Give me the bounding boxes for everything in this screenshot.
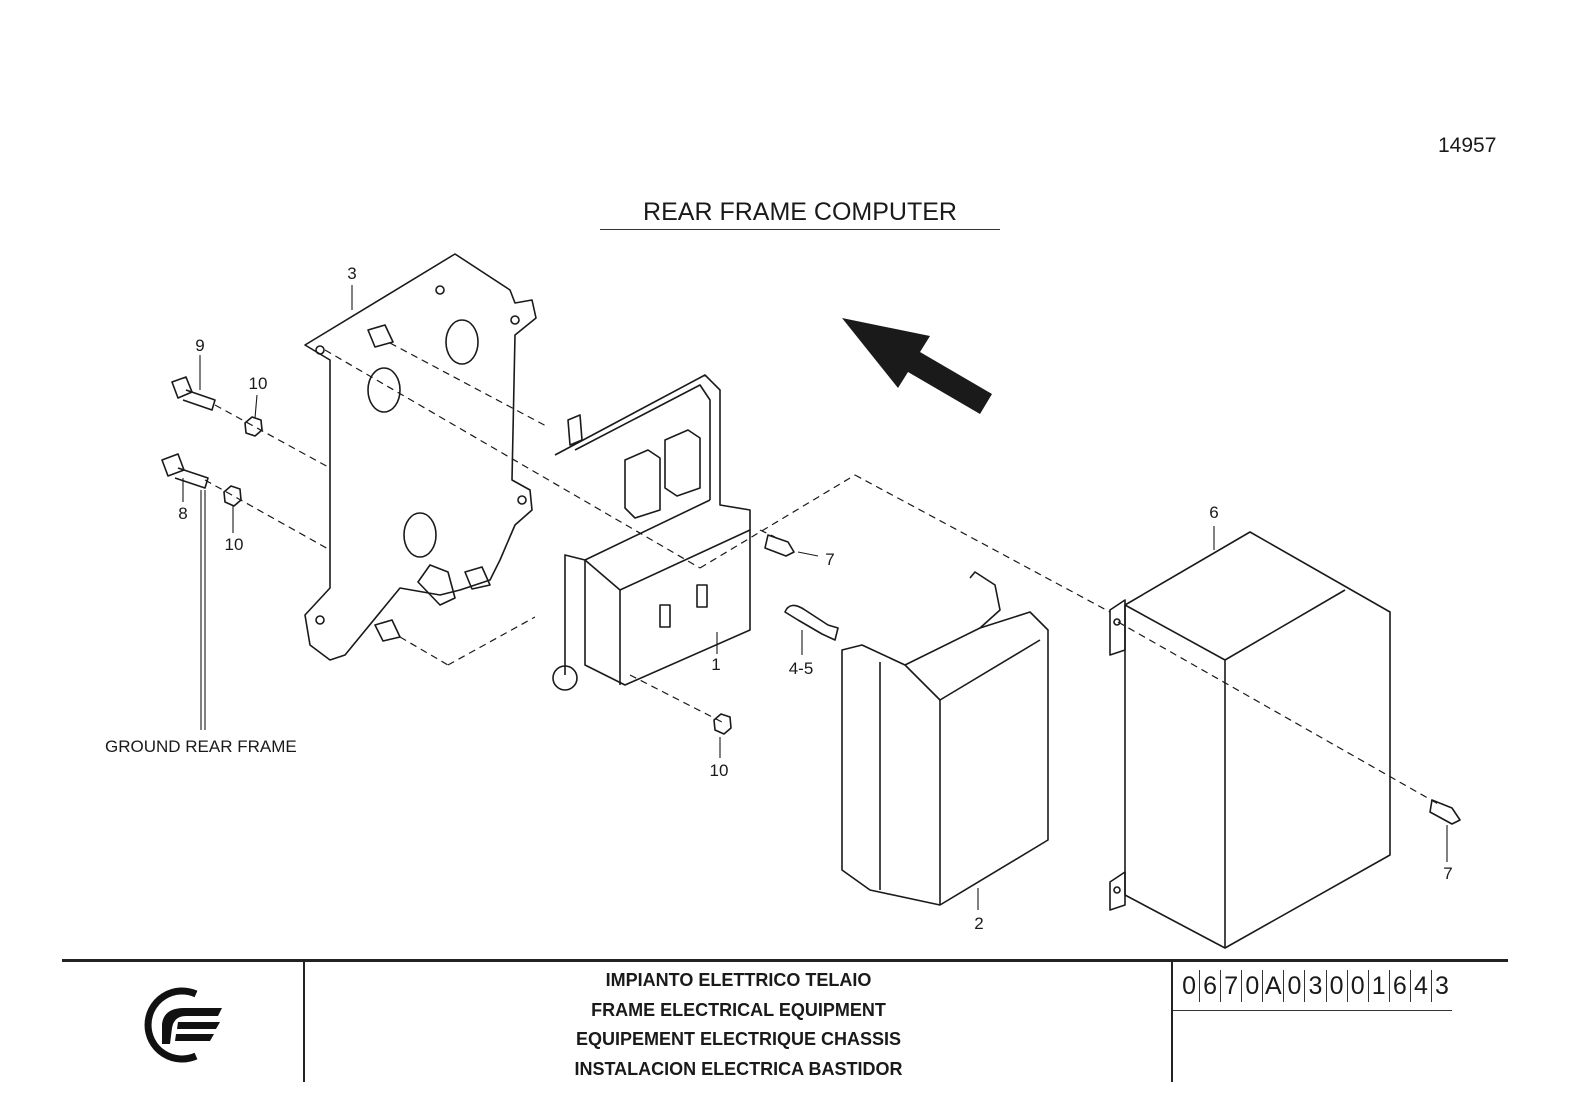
callout-4-5: 4-5	[788, 659, 814, 678]
assembly-lines	[204, 342, 1441, 806]
part-code-digit: 0	[1284, 970, 1306, 1002]
callout-8: 8	[178, 504, 188, 523]
callout-9: 9	[195, 336, 205, 355]
clip-4-5	[784, 604, 839, 641]
ground-rear-frame-label: GROUND REAR FRAME	[105, 737, 297, 756]
computer-unit	[552, 374, 751, 691]
description-spanish: INSTALACION ELECTRICA BASTIDOR	[574, 1058, 903, 1079]
nut-10a	[244, 416, 263, 437]
bolt-8	[161, 453, 209, 489]
part-code-digit: 4	[1411, 970, 1432, 1002]
housing-part-6	[1109, 531, 1391, 949]
callout-6: 6	[1209, 503, 1219, 522]
callout-10: 10	[709, 761, 729, 780]
bolt-9	[171, 376, 216, 411]
callout-10: 10	[224, 535, 244, 554]
callout-1: 1	[711, 655, 721, 674]
screw-7a	[764, 534, 795, 557]
part-code-digit: 1	[1369, 970, 1390, 1002]
part-code-digit: 7	[1221, 970, 1243, 1002]
title-block-divider	[303, 962, 305, 1082]
direction-arrow	[842, 318, 992, 414]
callout-2: 2	[974, 914, 984, 933]
cover-part-2	[841, 571, 1049, 906]
description-italian: IMPIANTO ELETTRICO TELAIO	[605, 970, 872, 990]
diagram-title: REAR FRAME COMPUTER	[600, 198, 1000, 230]
part-code-digit: 0	[1179, 970, 1201, 1002]
manufacturer-logo	[144, 987, 222, 1063]
mounting-plate	[304, 253, 537, 661]
description-french: EQUIPEMENT ELECTRIQUE CHASSIS	[575, 1029, 902, 1049]
part-code-digit: 6	[1200, 970, 1222, 1002]
part-code-digit: 6	[1390, 970, 1411, 1002]
title-block: IMPIANTO ELETTRICO TELAIO FRAME ELECTRIC…	[62, 959, 1508, 1082]
nut-10c	[713, 713, 732, 735]
callout-3: 3	[347, 264, 357, 283]
part-code-digit: 0	[1242, 970, 1264, 1002]
nut-10b	[223, 485, 242, 507]
part-code-digit: 3	[1305, 970, 1327, 1002]
callout-7: 7	[1443, 864, 1453, 883]
sheet-number: 14957	[1438, 134, 1497, 157]
part-code-digit: 0	[1327, 970, 1348, 1002]
description-english: FRAME ELECTRICAL EQUIPMENT	[591, 999, 886, 1020]
callout-10: 10	[248, 374, 268, 393]
part-code: 0 6 7 0 A 0 3 0 0 1 6 4 3	[1173, 962, 1452, 1011]
screw-7b	[1429, 799, 1461, 825]
callout-7: 7	[825, 550, 835, 569]
title-descriptions: IMPIANTO ELETTRICO TELAIO FRAME ELECTRIC…	[304, 966, 1173, 1084]
leader-lines	[182, 285, 1448, 910]
part-code-digit: 0	[1348, 970, 1369, 1002]
part-code-digit: A	[1263, 970, 1285, 1002]
part-code-digit: 3	[1435, 972, 1449, 1000]
title-block-divider	[1171, 962, 1173, 1082]
